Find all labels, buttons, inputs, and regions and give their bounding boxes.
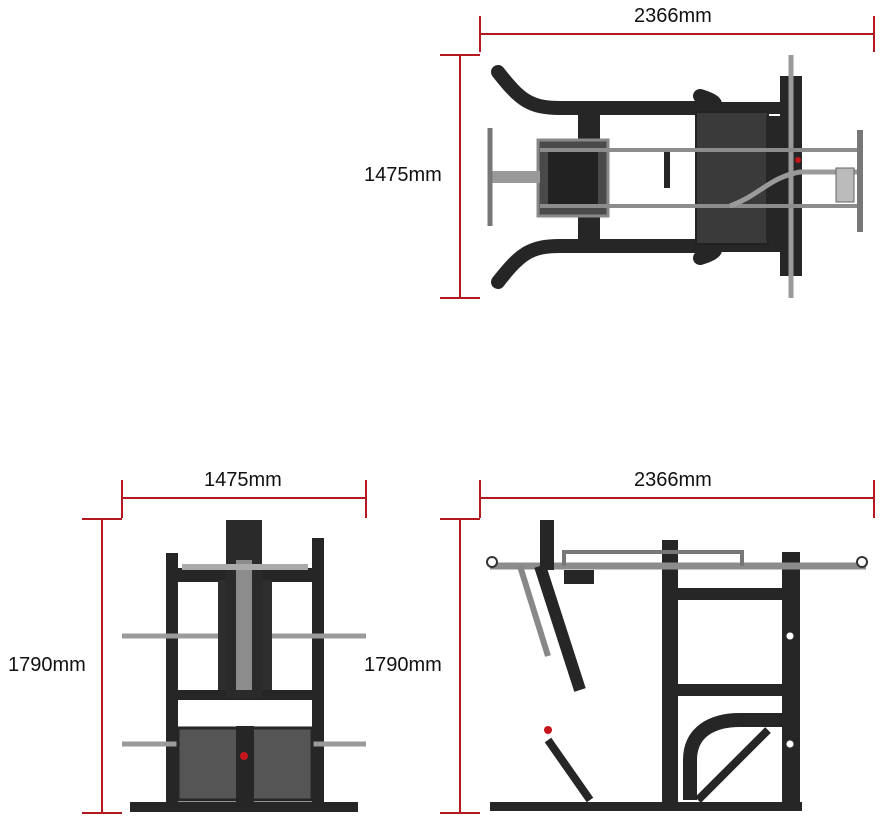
top-depth-label: 1475mm <box>364 164 442 186</box>
side-view <box>486 520 868 811</box>
side-height-label: 1790mm <box>364 654 442 676</box>
front-height-label: 1790mm <box>8 654 86 676</box>
front-view <box>122 520 366 812</box>
dimension-lines <box>82 16 875 814</box>
top-view <box>487 55 863 298</box>
front-width-label: 1475mm <box>204 469 282 491</box>
side-width-label: 2366mm <box>634 469 712 491</box>
top-width-label: 2366mm <box>634 5 712 27</box>
